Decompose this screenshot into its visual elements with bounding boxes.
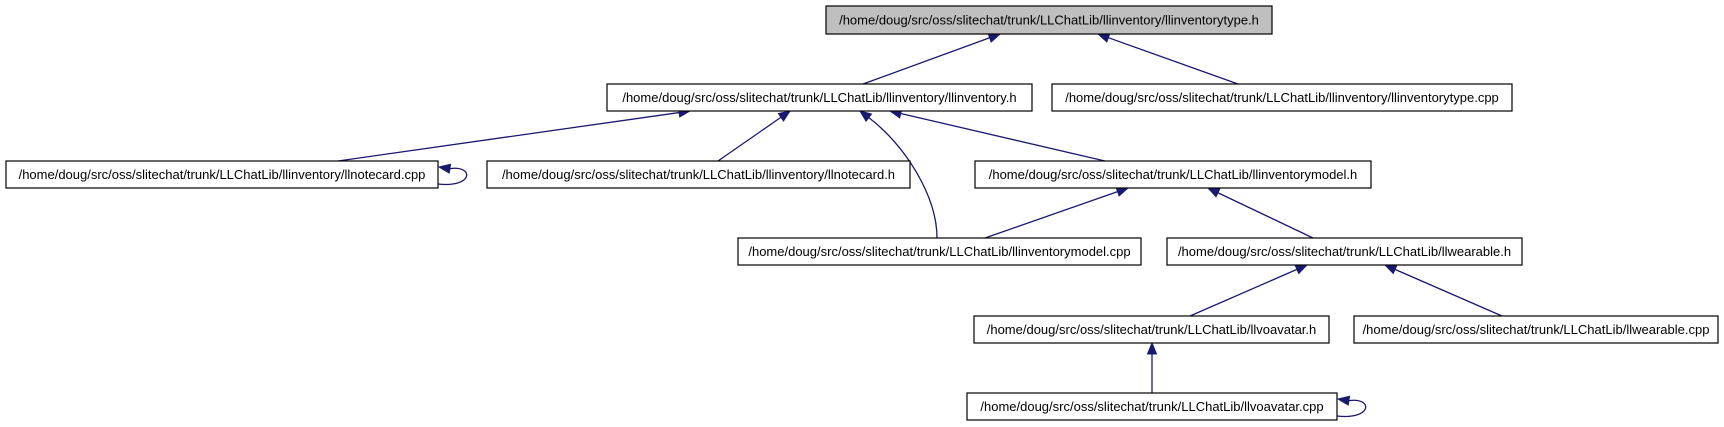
arrowhead-llvoavatar_cpp-to-llvoavatar_h	[1146, 341, 1158, 355]
edge-llnotecard_cpp-to-llinventory_h	[337, 107, 692, 162]
node-label: /home/doug/src/oss/slitechat/trunk/LLCha…	[980, 399, 1323, 414]
edge-llinventorymodel_h-to-llinventory_h	[888, 108, 1106, 162]
edge-line	[984, 191, 1118, 239]
arrowhead-llwearable_h-to-llinventorymodel_h	[1206, 187, 1221, 198]
node-label: /home/doug/src/oss/slitechat/trunk/LLCha…	[989, 167, 1358, 182]
edge-llwearable_h-to-llinventorymodel_h	[1206, 187, 1314, 239]
node-llinventorytype-h: /home/doug/src/oss/slitechat/trunk/LLCha…	[825, 5, 1273, 35]
edge-line	[437, 167, 468, 186]
node-label: /home/doug/src/oss/slitechat/trunk/LLCha…	[748, 244, 1130, 259]
node-llvoavatar-cpp[interactable]: /home/doug/src/oss/slitechat/trunk/LLCha…	[966, 392, 1338, 421]
arrowhead-llnotecard_h-to-llinventory_h	[777, 110, 792, 122]
node-llinventory-h[interactable]: /home/doug/src/oss/slitechat/trunk/LLCha…	[606, 83, 1033, 112]
node-llinventorymodel-cpp[interactable]: /home/doug/src/oss/slitechat/trunk/LLCha…	[737, 237, 1142, 266]
edge-llvoavatar_cpp-to-llvoavatar_h	[1146, 341, 1158, 393]
node-llwearable-cpp[interactable]: /home/doug/src/oss/slitechat/trunk/LLCha…	[1353, 315, 1719, 344]
node-box	[486, 160, 911, 189]
edge-line	[868, 117, 938, 239]
node-label: /home/doug/src/oss/slitechat/trunk/LLCha…	[622, 90, 1016, 105]
arrowhead-llvoavatar_cpp-self	[1336, 395, 1351, 406]
edge-llvoavatar_cpp-to-llvoavatar_cpp	[1336, 395, 1367, 418]
edges-layer	[337, 32, 1503, 418]
arrowhead-llinventorytype_cpp-to-llinventorytype_h	[1096, 32, 1111, 43]
edge-llnotecard_h-to-llinventory_h	[717, 110, 792, 162]
node-llnotecard-h[interactable]: /home/doug/src/oss/slitechat/trunk/LLCha…	[486, 160, 911, 189]
node-llinventorytype-cpp[interactable]: /home/doug/src/oss/slitechat/trunk/LLCha…	[1051, 83, 1513, 112]
edge-llinventorymodel_cpp-to-llinventory_h	[858, 110, 938, 239]
node-label: /home/doug/src/oss/slitechat/trunk/LLCha…	[1363, 322, 1710, 337]
node-box	[1166, 237, 1523, 266]
node-llwearable-h[interactable]: /home/doug/src/oss/slitechat/trunk/LLCha…	[1166, 237, 1523, 266]
edge-llvoavatar_h-to-llwearable_h	[1189, 264, 1309, 317]
arrowhead-llinventory_h-to-llinventorytype_h	[987, 33, 1002, 43]
node-label: /home/doug/src/oss/slitechat/trunk/LLCha…	[502, 167, 895, 182]
node-llvoavatar-h[interactable]: /home/doug/src/oss/slitechat/trunk/LLCha…	[973, 315, 1330, 344]
node-label: /home/doug/src/oss/slitechat/trunk/LLCha…	[839, 13, 1259, 28]
arrowhead-llwearable_cpp-to-llwearable_h	[1383, 264, 1398, 275]
edge-line	[1217, 192, 1314, 239]
edge-line	[862, 37, 990, 85]
edge-llinventorytype_cpp-to-llinventorytype_h	[1096, 32, 1239, 85]
edge-llwearable_cpp-to-llwearable_h	[1383, 264, 1503, 317]
edge-line	[900, 112, 1106, 162]
arrowhead-llinventorymodel_cpp-to-llinventorymodel_h	[1115, 186, 1130, 197]
node-label: /home/doug/src/oss/slitechat/trunk/LLCha…	[19, 167, 426, 182]
node-box	[5, 160, 439, 189]
node-llnotecard-cpp[interactable]: /home/doug/src/oss/slitechat/trunk/LLCha…	[5, 160, 439, 189]
nodes-layer: /home/doug/src/oss/slitechat/trunk/LLCha…	[5, 5, 1719, 421]
node-box	[966, 392, 1338, 421]
edge-line	[1189, 268, 1298, 317]
edge-llnotecard_cpp-to-llnotecard_cpp	[437, 163, 468, 186]
arrowhead-llnotecard_cpp-self	[437, 163, 452, 174]
node-box	[1051, 83, 1513, 112]
node-box	[606, 83, 1033, 112]
node-box	[974, 160, 1372, 189]
edge-line	[1108, 37, 1239, 85]
node-box	[737, 237, 1142, 266]
node-label: /home/doug/src/oss/slitechat/trunk/LLCha…	[1065, 90, 1499, 105]
edge-line	[1336, 399, 1367, 418]
node-box	[1353, 315, 1719, 344]
edge-line	[337, 111, 680, 162]
node-label: /home/doug/src/oss/slitechat/trunk/LLCha…	[987, 322, 1317, 337]
node-llinventorymodel-h[interactable]: /home/doug/src/oss/slitechat/trunk/LLCha…	[974, 160, 1372, 189]
node-box	[825, 5, 1273, 35]
arrowhead-llvoavatar_h-to-llwearable_h	[1294, 264, 1309, 275]
edge-llinventory_h-to-llinventorytype_h	[862, 33, 1002, 85]
edge-llinventorymodel_cpp-to-llinventorymodel_h	[984, 186, 1130, 239]
edge-line	[1394, 268, 1503, 317]
node-label: /home/doug/src/oss/slitechat/trunk/LLCha…	[1178, 244, 1511, 259]
arrowhead-llinventorymodel_cpp-to-llinventory_h	[858, 110, 873, 123]
edge-line	[717, 116, 782, 162]
node-box	[973, 315, 1330, 344]
